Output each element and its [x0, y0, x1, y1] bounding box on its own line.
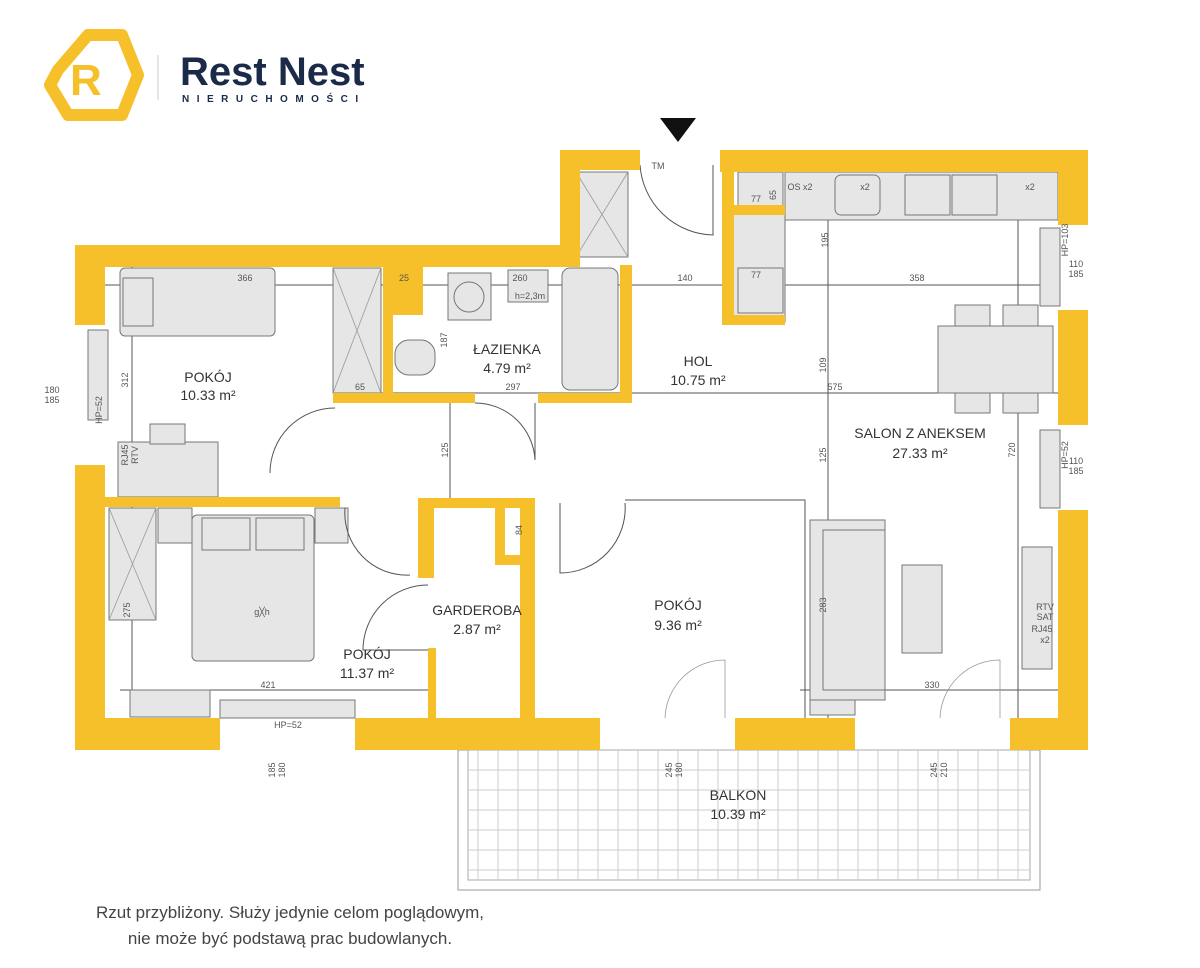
room-name: SALON Z ANEKSEM	[854, 425, 985, 441]
svg-text:297: 297	[505, 382, 520, 392]
svg-text:x2: x2	[1040, 635, 1050, 645]
double-bed	[191, 514, 315, 662]
svg-text:125: 125	[818, 447, 828, 462]
room-area: 2.87 m²	[453, 621, 501, 637]
svg-text:HP=103: HP=103	[1060, 224, 1070, 257]
svg-text:312: 312	[120, 372, 130, 387]
bathtub	[561, 267, 619, 391]
svg-text:25: 25	[399, 273, 409, 283]
svg-text:421: 421	[260, 680, 275, 690]
svg-text:180: 180	[44, 385, 59, 395]
svg-text:187: 187	[439, 332, 449, 347]
svg-text:RTV: RTV	[1036, 602, 1054, 612]
svg-text:RJ45: RJ45	[120, 444, 130, 465]
svg-text:185: 185	[44, 395, 59, 405]
disclaimer: Rzut przybliżony. Służy jedynie celom po…	[30, 900, 550, 952]
logo: R Rest Nest NIERUCHOMOŚCI	[44, 29, 366, 121]
svg-text:HP=52: HP=52	[94, 396, 104, 424]
svg-text:140: 140	[677, 273, 692, 283]
svg-text:OS x2: OS x2	[787, 182, 812, 192]
balcony	[457, 749, 1041, 891]
svg-text:275: 275	[122, 602, 132, 617]
room-area: 10.33 m²	[180, 387, 236, 403]
logo-brand: Rest Nest	[180, 50, 365, 94]
svg-text:245: 245	[664, 762, 674, 777]
svg-text:110: 110	[1069, 259, 1083, 269]
furniture	[87, 171, 1061, 719]
svg-text:HP=52: HP=52	[1060, 441, 1070, 469]
room-name: HOL	[684, 353, 713, 369]
svg-text:65: 65	[768, 190, 778, 200]
svg-text:283: 283	[818, 597, 828, 612]
room-area: 11.37 m²	[340, 665, 395, 681]
bed-single	[119, 267, 276, 337]
svg-text:84: 84	[514, 525, 524, 535]
svg-text:260: 260	[512, 273, 527, 283]
svg-text:195: 195	[820, 232, 830, 247]
svg-text:180: 180	[674, 762, 684, 777]
room-name: GARDEROBA	[432, 602, 522, 618]
coffee-table	[901, 564, 943, 654]
walls	[75, 150, 1088, 750]
room-name: POKÓJ	[184, 369, 231, 385]
room-area: 10.75 m²	[670, 372, 726, 388]
svg-text:366: 366	[237, 273, 252, 283]
svg-text:g╳h: g╳h	[254, 606, 269, 618]
svg-text:245: 245	[929, 762, 939, 777]
doors	[269, 164, 1001, 719]
svg-text:77: 77	[751, 270, 761, 280]
disclaimer-line: Rzut przybliżony. Służy jedynie celom po…	[95, 903, 485, 922]
logo-mark-letter: R	[70, 56, 102, 105]
svg-text:210: 210	[939, 762, 949, 777]
dining-table	[937, 325, 1054, 394]
room-name: ŁAZIENKA	[473, 341, 541, 357]
svg-text:RJ45: RJ45	[1031, 624, 1052, 634]
svg-text:330: 330	[924, 680, 939, 690]
room-area: 4.79 m²	[483, 360, 531, 376]
logo-subtitle: NIERUCHOMOŚCI	[182, 92, 366, 105]
room-labels: POKÓJ 10.33 m² ŁAZIENKA 4.79 m² HOL 10.7…	[180, 341, 985, 822]
dimension-labels: 366 25 260 h=2,3m 140 358 77 77 110 185 …	[44, 190, 1083, 778]
svg-text:TM: TM	[652, 161, 665, 171]
svg-text:HP=52: HP=52	[274, 720, 302, 730]
svg-text:77: 77	[751, 194, 761, 204]
room-name: POKÓJ	[343, 646, 390, 662]
svg-text:x2: x2	[1025, 182, 1035, 192]
svg-text:185: 185	[1068, 466, 1083, 476]
room-name: POKÓJ	[654, 597, 701, 613]
svg-text:110: 110	[1069, 456, 1083, 466]
room-area: 27.33 m²	[892, 445, 948, 461]
room-area: 9.36 m²	[654, 617, 702, 633]
room-name: BALKON	[710, 787, 767, 803]
svg-text:x2: x2	[860, 182, 870, 192]
logo-hexagon-icon	[44, 29, 144, 121]
electrical-symbols: OS x2 x2 x2 TM g╳h RJ45 RTV RTV SAT RJ45…	[120, 161, 1054, 645]
svg-text:109: 109	[818, 357, 828, 372]
svg-text:h=2,3m: h=2,3m	[515, 291, 545, 301]
svg-text:65: 65	[355, 382, 365, 392]
svg-text:RTV: RTV	[130, 446, 140, 464]
svg-text:SAT: SAT	[1037, 612, 1054, 622]
svg-text:185: 185	[267, 762, 277, 777]
svg-text:180: 180	[277, 762, 287, 777]
entrance-arrow-icon	[660, 118, 696, 142]
svg-text:575: 575	[827, 382, 842, 392]
svg-text:720: 720	[1007, 442, 1017, 457]
room-area: 10.39 m²	[710, 806, 766, 822]
disclaimer-line: nie może być podstawą prac budowlanych.	[127, 929, 453, 948]
svg-text:185: 185	[1068, 269, 1083, 279]
tv-cabinet	[1021, 546, 1053, 670]
svg-text:125: 125	[440, 442, 450, 457]
svg-text:358: 358	[909, 273, 924, 283]
toilet	[394, 339, 436, 376]
